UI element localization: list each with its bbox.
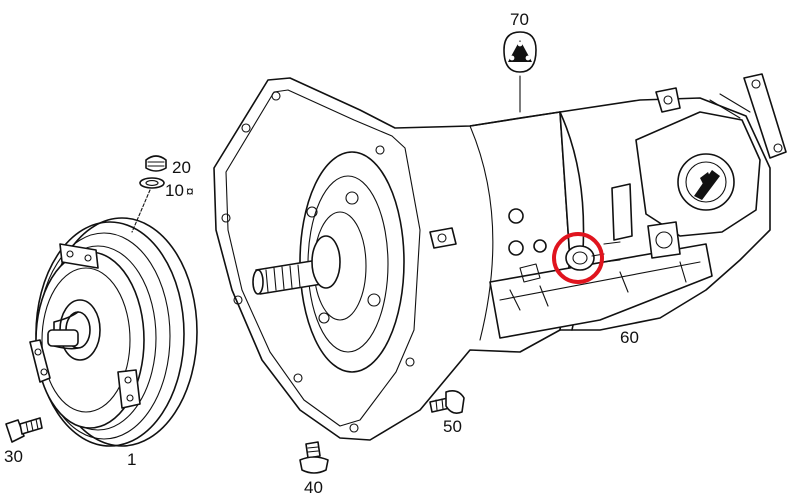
label-part-10-mark: ¤ xyxy=(186,183,194,199)
label-part-40: 40 xyxy=(304,478,323,497)
bottom-bolt[interactable] xyxy=(299,441,329,474)
label-part-70: 70 xyxy=(510,10,529,29)
transmission-case xyxy=(469,73,787,341)
rear-mount[interactable] xyxy=(503,31,537,73)
drain-plug[interactable] xyxy=(145,155,167,172)
highlight-circle-icon xyxy=(552,232,604,284)
label-part-50: 50 xyxy=(443,417,462,436)
transmission-bell-housing xyxy=(213,77,571,441)
torque-converter[interactable] xyxy=(29,217,198,447)
label-part-10: 10 xyxy=(165,181,184,200)
sealing-ring[interactable] xyxy=(139,177,165,189)
label-part-1: 1 xyxy=(127,450,136,469)
converter-bolt[interactable] xyxy=(5,417,43,443)
label-part-30: 30 xyxy=(4,447,23,466)
housing-bolt[interactable] xyxy=(429,390,465,414)
label-part-60: 60 xyxy=(620,328,639,347)
label-part-20: 20 xyxy=(172,158,191,177)
leader-drain-plug xyxy=(131,189,151,233)
